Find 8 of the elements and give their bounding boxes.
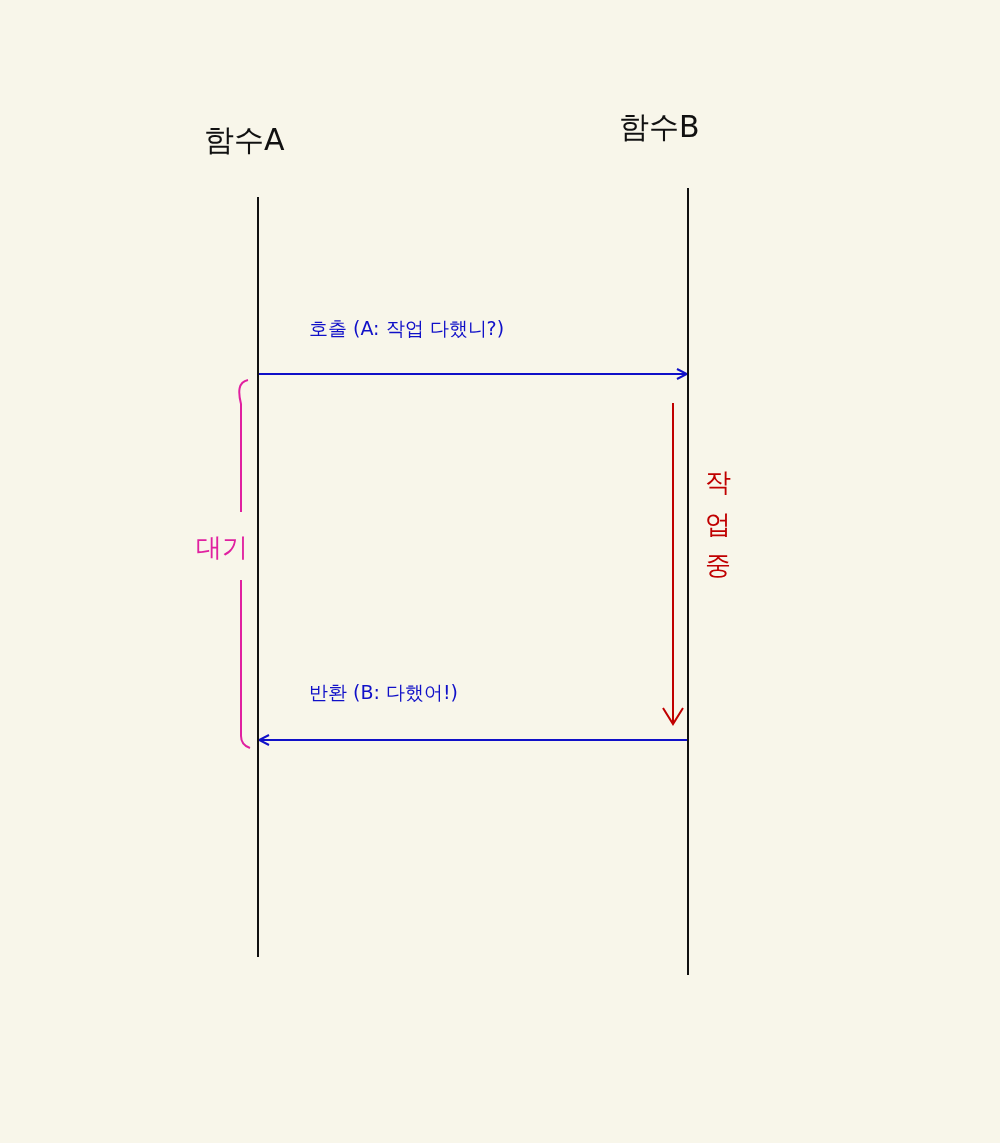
- lifeline: [257, 197, 259, 957]
- annotation-text: 대기: [196, 531, 248, 564]
- arrow: [258, 734, 688, 746]
- lifeline-heading: 함수A: [200, 118, 289, 163]
- lifeline: [687, 188, 689, 975]
- annotation-text: 작업 중: [705, 466, 731, 583]
- lifeline-heading: 함수B: [615, 105, 704, 150]
- arrow: [258, 368, 688, 380]
